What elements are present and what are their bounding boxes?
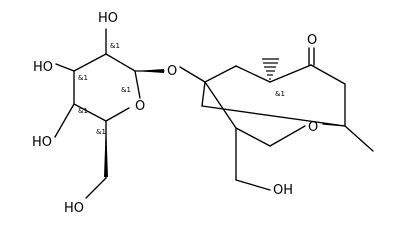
label-ho-lower: HO bbox=[32, 135, 52, 150]
bond-ch2-c12 bbox=[235, 127, 271, 147]
stereo-c2: &1 bbox=[110, 42, 120, 50]
wedge-c1-oglyco bbox=[135, 69, 164, 73]
bond-c11-methyl bbox=[344, 125, 374, 152]
label-o-keto: O bbox=[307, 33, 317, 48]
label-ho-left: HO bbox=[33, 60, 53, 75]
bond-c2-c1 bbox=[105, 53, 136, 72]
bond-oglyco-c6 bbox=[179, 66, 206, 83]
bond-c3-oh bbox=[55, 63, 75, 72]
stereo-labels: &1 &1 &1 &1 &1 &1 bbox=[78, 42, 285, 136]
sugar-ring-bonds bbox=[73, 53, 141, 122]
bond-ch2-oh bbox=[85, 177, 107, 199]
stereo-c5: &1 bbox=[96, 128, 106, 136]
stereo-c4: &1 bbox=[78, 107, 88, 115]
label-o-glyco: O bbox=[167, 64, 177, 79]
stereo-bridgehead: &1 bbox=[275, 90, 285, 98]
bond-c4-c5 bbox=[73, 103, 107, 122]
label-o-bridge: O bbox=[308, 120, 318, 135]
atom-labels: HO HO HO HO O O O O OH bbox=[32, 11, 318, 216]
wedge-c5-ch2 bbox=[104, 121, 108, 177]
bond-c6-c7 bbox=[204, 65, 237, 83]
label-ho-bottom: HO bbox=[64, 201, 84, 216]
bond-c6-c13 bbox=[201, 81, 206, 107]
stereo-bonds bbox=[104, 58, 279, 177]
bond-oring-c1 bbox=[134, 70, 141, 99]
bond-c7-c8 bbox=[235, 65, 271, 83]
bond-obridge-ch2 bbox=[269, 125, 306, 147]
label-oh-right: OH bbox=[273, 183, 293, 198]
label-o-ring: O bbox=[135, 99, 145, 114]
bond-c4-oh bbox=[54, 103, 75, 138]
structure-diagram: HO HO HO HO O O O O OH &1 &1 &1 &1 &1 &1 bbox=[32, 11, 374, 216]
bond-c12-c6 bbox=[204, 81, 237, 129]
aglycone-bonds bbox=[201, 47, 374, 191]
label-oh-top: HO bbox=[98, 11, 118, 26]
stereo-c3: &1 bbox=[78, 74, 88, 82]
bond-c13-c11 bbox=[201, 105, 346, 127]
stereo-c1: &1 bbox=[121, 86, 131, 94]
bond-c2-c3 bbox=[73, 53, 107, 72]
bond-c9-c10 bbox=[310, 64, 346, 85]
bond-c8-c9 bbox=[269, 64, 312, 83]
bond-ch2-oh-right bbox=[235, 179, 271, 191]
hash-bond-c8-h bbox=[262, 58, 279, 80]
bond-c5-oring bbox=[105, 107, 130, 122]
